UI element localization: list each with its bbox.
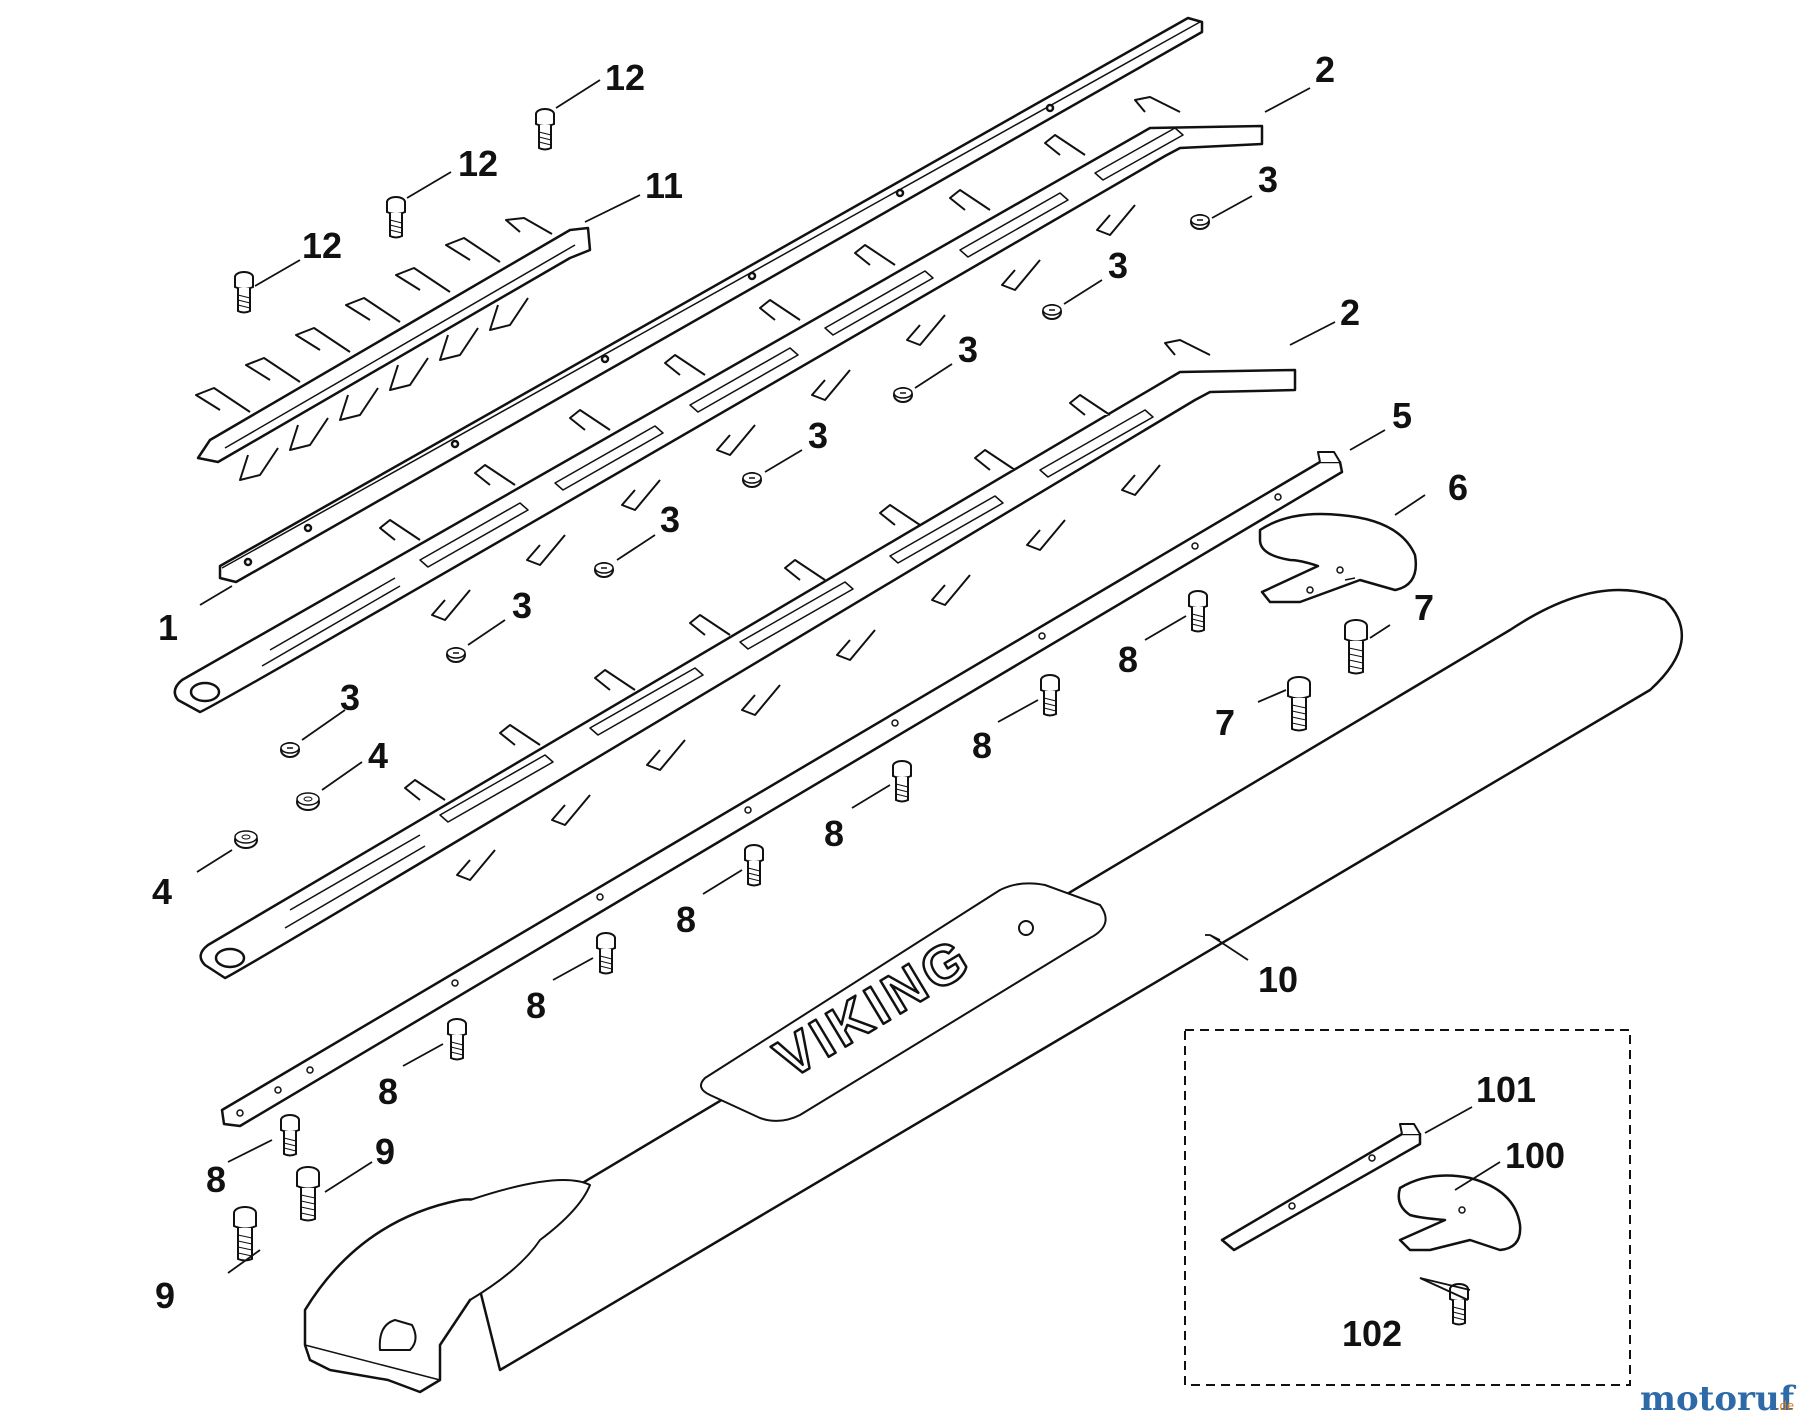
callout-3-b: 3 (1108, 245, 1128, 286)
leader-lines (196, 79, 1501, 1301)
callout-3-d: 3 (808, 415, 828, 456)
callout-8-c: 8 (824, 813, 844, 854)
callout-5: 5 (1392, 395, 1412, 436)
callout-3-a: 3 (1258, 159, 1278, 200)
inset-alternative-parts (1184, 1029, 1631, 1386)
guide-bar-part-1 (218, 16, 1204, 584)
callout-3-c: 3 (958, 329, 978, 370)
callout-4-a: 4 (368, 735, 388, 776)
watermark-suffix: .de (1776, 1398, 1794, 1413)
strip-part-101 (1220, 1123, 1422, 1252)
screw-part-102 (1449, 1283, 1469, 1326)
nut-parts-3 (280, 214, 1210, 758)
callout-8-d: 8 (676, 899, 696, 940)
watermark-text: motoruf (1640, 1379, 1797, 1419)
callout-9-b: 9 (155, 1275, 175, 1316)
screw-parts-7 (1287, 619, 1368, 732)
callout-8-a: 8 (1118, 639, 1138, 680)
callout-8-g: 8 (206, 1159, 226, 1200)
callout-101: 101 (1476, 1069, 1536, 1110)
callout-11: 11 (645, 165, 683, 206)
callout-12-c: 12 (302, 225, 342, 266)
callout-6: 6 (1448, 467, 1468, 508)
callout-labels: 1 2 2 3 3 3 3 3 3 3 4 4 5 6 7 7 8 8 8 8 … (152, 49, 1565, 1354)
screw-parts-9 (233, 1166, 320, 1262)
callout-8-e: 8 (526, 985, 546, 1026)
callout-7-b: 7 (1215, 702, 1235, 743)
short-blade-part-11 (195, 217, 592, 481)
strip-part-5 (220, 451, 1344, 1128)
plate-part-6 (1258, 512, 1418, 604)
callout-3-e: 3 (660, 499, 680, 540)
callout-1: 1 (158, 607, 178, 648)
callout-3-g: 3 (340, 677, 360, 718)
callout-12-a: 12 (605, 57, 645, 98)
sheath-part-10: VIKING (303, 588, 1683, 1394)
callout-2-lower: 2 (1340, 292, 1360, 333)
callout-4-b: 4 (152, 871, 172, 912)
callout-12-b: 12 (458, 143, 498, 184)
upper-blade-part-2 (173, 96, 1264, 714)
callout-9-a: 9 (375, 1131, 395, 1172)
callout-100: 100 (1505, 1135, 1565, 1176)
lower-blade-part-2 (199, 339, 1297, 980)
callout-102: 102 (1342, 1313, 1402, 1354)
callout-10: 10 (1258, 959, 1298, 1000)
callout-3-f: 3 (512, 585, 532, 626)
callout-8-f: 8 (378, 1071, 398, 1112)
callout-2-upper: 2 (1315, 49, 1335, 90)
plate-part-100 (1397, 1174, 1522, 1252)
callout-8-b: 8 (972, 725, 992, 766)
callout-7-a: 7 (1414, 587, 1434, 628)
washer-parts-4 (234, 792, 320, 849)
watermark: motoruf .de (1640, 1379, 1797, 1419)
